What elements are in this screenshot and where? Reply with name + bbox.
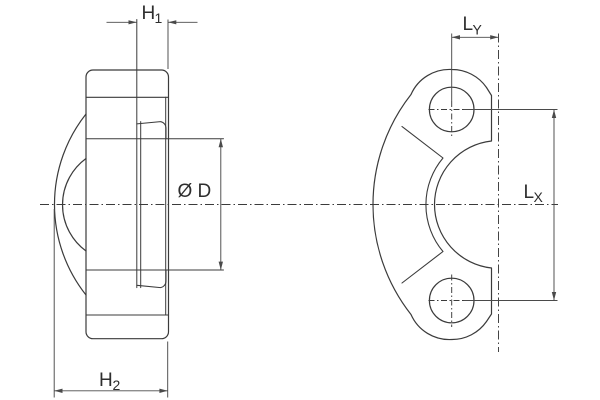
h2-label: H xyxy=(99,370,113,391)
side-view xyxy=(53,19,224,340)
lx-arrow-top xyxy=(551,109,557,118)
lx-label-subscript: X xyxy=(534,189,544,205)
ly-label-subscript: Y xyxy=(473,21,483,37)
diameter-arrow-bottom xyxy=(218,261,223,270)
ball-outer-arc xyxy=(53,113,87,296)
ly-label: L xyxy=(463,14,474,35)
ly-arrow-left xyxy=(451,35,460,40)
ball-inner-arc xyxy=(61,157,87,252)
lx-arrow-bottom xyxy=(551,292,557,301)
ly-arrow-right xyxy=(490,35,499,40)
diameter-arrow-top xyxy=(218,138,223,148)
front-view-recess-edge xyxy=(401,125,444,284)
h1-label-subscript: 1 xyxy=(155,10,163,26)
front-view-outline xyxy=(372,68,493,341)
diameter-label: Ø D xyxy=(178,181,212,202)
h1-arrow-right xyxy=(168,20,177,25)
h1-label: H xyxy=(142,3,156,24)
dimension-arrowheads xyxy=(54,20,557,393)
centerlines xyxy=(40,33,558,352)
dimension-lines xyxy=(53,19,558,398)
dimension-labels: H 1 Ø D H 2 L Y L X xyxy=(99,3,544,393)
h2-arrow-left xyxy=(54,388,63,393)
side-view-body-outline xyxy=(85,69,170,340)
h2-arrow-right xyxy=(159,388,168,393)
h2-label-subscript: 2 xyxy=(113,377,121,393)
lx-label: L xyxy=(524,182,535,203)
h1-arrow-left xyxy=(128,20,137,25)
front-view xyxy=(372,68,493,341)
